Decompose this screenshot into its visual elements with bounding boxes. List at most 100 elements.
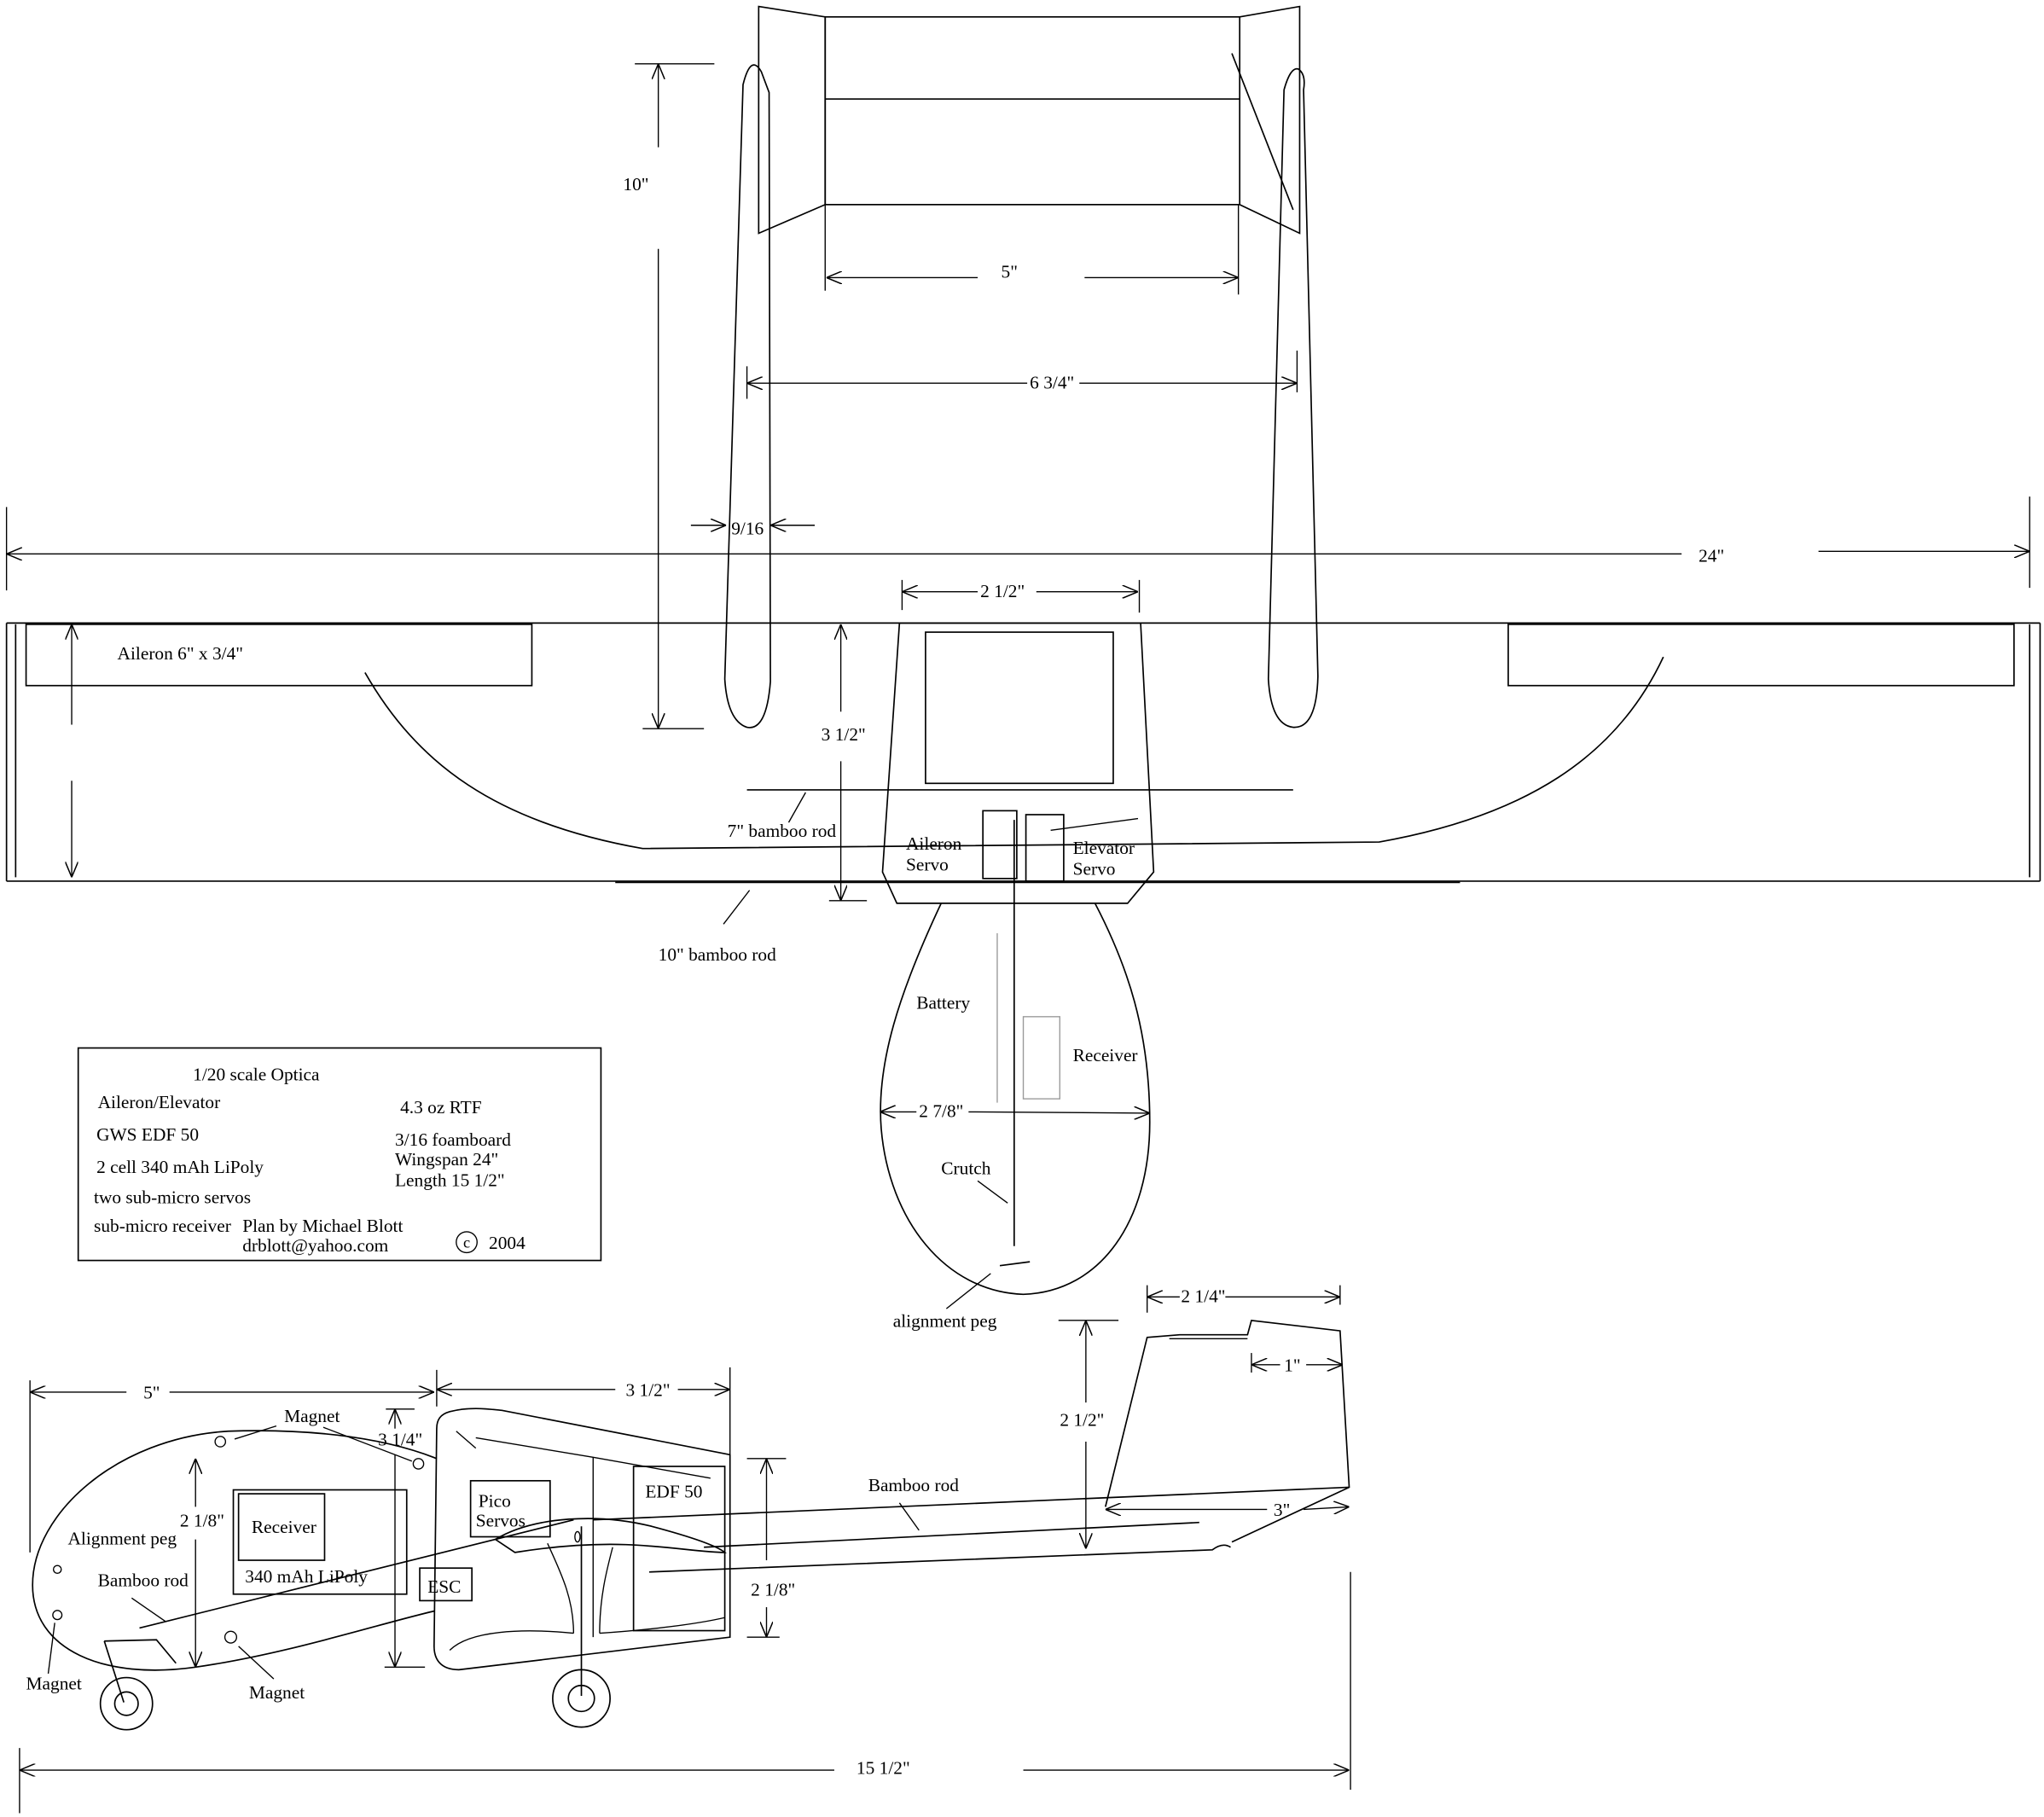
receiver-box: [237, 1493, 326, 1561]
battery-label: 340 mAh LiPoly: [245, 1566, 368, 1587]
nose-gear-leg: [103, 1640, 125, 1703]
dim-nose-length-label: 5": [143, 1383, 160, 1403]
dim-fin-height-label: 2 1/2": [1060, 1410, 1104, 1431]
dim-wingspan-label: 24": [1698, 546, 1724, 566]
magnet-nose-label: Magnet: [26, 1673, 82, 1693]
nose-bamboo-rod: [139, 1518, 574, 1629]
right-tail-boom: [1267, 67, 1319, 729]
elevator-servo-label: Servo: [1073, 858, 1116, 879]
magnet-top-label: Magnet: [284, 1406, 340, 1426]
dim-fin-chord: 2 1/4": [1147, 1285, 1341, 1313]
alignment-peg-label: alignment peg: [893, 1311, 997, 1332]
alignment-peg: [999, 1261, 1031, 1267]
dim-boom-length-label: 10": [623, 174, 648, 194]
dimension-tick: [1147, 1285, 1341, 1313]
dim-fin-chord-label: 2 1/4": [1181, 1286, 1225, 1306]
dim-tail-span: 6 3/4": [746, 350, 1298, 399]
dimension-tick: [746, 350, 1298, 399]
magnet-icon: [412, 1458, 425, 1470]
magnet-bottom-label: Magnet: [249, 1682, 305, 1703]
copyright-symbol: c: [463, 1234, 470, 1251]
aileron-servo: [982, 810, 1018, 879]
leader-line: [787, 792, 806, 823]
aileron-label: Aileron 6" x 3/4": [118, 643, 243, 664]
magnet-icon: [224, 1630, 238, 1644]
info-year: 2004: [489, 1233, 526, 1253]
nose-gear-fairing: [104, 1639, 177, 1664]
elevator-pushrod: [1050, 817, 1139, 831]
info-box: 1/20 scale Optica Aileron/Elevator 4.3 o…: [77, 1047, 602, 1262]
info-receiver: sub-micro receiver: [94, 1216, 231, 1236]
copyright-circle-icon: [456, 1231, 478, 1254]
dim-pod-max-width-label: 2 7/8": [919, 1100, 963, 1121]
leader-line: [977, 1180, 1008, 1204]
left-tail-boom: [723, 64, 771, 729]
alignment-peg-label: Alignment peg: [67, 1529, 177, 1549]
info-title: 1/20 scale Optica: [193, 1065, 320, 1085]
dim-fuselage-length: 3 1/2": [436, 1367, 731, 1455]
esc-label: ESC: [427, 1576, 461, 1597]
battery-box: [232, 1489, 408, 1595]
dim-rear-height-label: 2 1/8": [751, 1579, 795, 1599]
nose-rod-label: Bamboo rod: [98, 1570, 189, 1591]
tail-boom-lower: [648, 1544, 1231, 1573]
dim-pod-max-width: 2 7/8": [880, 1100, 1149, 1121]
leader-line: [945, 1273, 991, 1309]
battery-label: Battery: [916, 993, 970, 1013]
dim-stab-chord: 3": [1105, 1500, 1350, 1520]
dim-total-length-label: 15 1/2": [857, 1758, 910, 1779]
dim-pod-width-label: 2 1/2": [980, 581, 1025, 601]
dim-pod-length: 3 1/2": [822, 624, 868, 902]
dimension-tick: [901, 579, 1141, 613]
canopy-line: [456, 1431, 711, 1479]
receiver-label: Receiver: [1073, 1045, 1138, 1065]
left-aileron: [25, 624, 533, 687]
dimension-tick: [19, 1571, 1351, 1814]
dim-rudder-chord-label: 1": [1284, 1355, 1300, 1375]
nose-pod-outline: [32, 1430, 438, 1671]
dimension-line: [1304, 1506, 1349, 1509]
dim-nose-length: 5": [29, 1369, 438, 1553]
esc-box: [419, 1567, 473, 1602]
dimension-tick: [5, 496, 2030, 591]
info-wingspan: Wingspan 24": [395, 1149, 498, 1170]
leader-line: [898, 1502, 920, 1531]
leader-line: [723, 890, 751, 925]
aileron-servo-label: Aileron: [906, 833, 962, 854]
dim-total-length: 15 1/2": [19, 1571, 1351, 1814]
wing: Aileron 6" x 3/4": [5, 622, 2041, 882]
info-battery: 2 cell 340 mAh LiPoly: [96, 1157, 264, 1177]
info-controls: Aileron/Elevator: [98, 1092, 221, 1112]
dim-elevator-span: 5": [826, 261, 1239, 282]
canopy: [925, 631, 1114, 785]
servos-label: Servos: [476, 1510, 526, 1530]
wing-fillet-curve: [364, 656, 1664, 850]
elevator-servo-label: Elevator: [1073, 838, 1135, 858]
info-author: Plan by Michael Blott: [242, 1216, 403, 1236]
elevator: [824, 15, 1241, 206]
info-email: drblott@yahoo.com: [242, 1235, 388, 1256]
info-servos: two sub-micro servos: [94, 1187, 251, 1207]
leader-line: [47, 1623, 55, 1675]
magnet-icon: [52, 1610, 63, 1621]
wing-tip-right: [2029, 623, 2041, 881]
crutch-label: Crutch: [941, 1158, 990, 1179]
dim-boom-width: 9/16: [690, 518, 816, 538]
dimension-tick: [635, 63, 715, 729]
horizontal-stabilizer: [758, 5, 1301, 295]
edf-box: [632, 1466, 726, 1632]
wing-root-airfoil: [494, 1518, 727, 1553]
info-material: 3/16 foamboard: [395, 1129, 511, 1150]
dim-elevator-span-label: 5": [1002, 261, 1018, 282]
alignment-peg-icon: [52, 1564, 62, 1574]
fuselage-chine: [449, 1542, 725, 1651]
info-motor: GWS EDF 50: [96, 1124, 199, 1145]
side-view: 5" 3 1/2" Magnet Alignment peg Bamboo ro…: [19, 1285, 1351, 1814]
leader-line: [238, 1646, 275, 1680]
dim-boom-length: 10": [623, 63, 715, 729]
tail-boom-middle: [704, 1521, 1199, 1548]
magnet-icon: [214, 1436, 227, 1448]
info-box-frame: [77, 1047, 602, 1262]
dim-pod-height-label: 2 1/8": [180, 1510, 224, 1530]
leader-line: [131, 1597, 166, 1623]
